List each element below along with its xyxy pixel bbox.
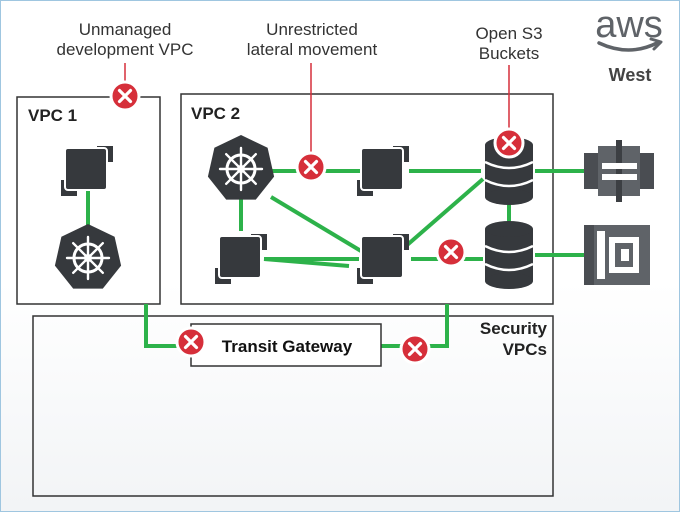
risk-unmanaged-vpc-icon <box>109 80 141 112</box>
risk-open-s3-icon <box>493 127 525 159</box>
aws-smile-icon <box>597 41 659 52</box>
annotation-s3-line2: Buckets <box>479 44 539 63</box>
vpc2-instance-top-icon <box>356 145 410 197</box>
transit-gateway-label: Transit Gateway <box>222 337 353 356</box>
vpc1-label: VPC 1 <box>28 106 77 125</box>
api-gateway-icon <box>584 140 654 202</box>
vpc2-label: VPC 2 <box>191 104 240 123</box>
annotation-pointers <box>124 63 510 153</box>
aws-logo-text: aws <box>595 4 663 46</box>
security-vpcs-label-line2: VPCs <box>503 340 547 359</box>
risk-database-access-icon <box>435 236 467 268</box>
risk-transit-right-icon <box>399 333 431 365</box>
annotation-unmanaged-line1: Unmanaged <box>79 20 172 39</box>
vpc1-instance-icon <box>60 145 114 197</box>
security-vpcs-label-line1: Security <box>480 319 548 338</box>
lambda-icon <box>584 225 650 285</box>
risk-lateral-movement-icon <box>295 151 327 183</box>
risk-transit-left-icon <box>175 326 207 358</box>
vpc2-instance-left-icon <box>214 233 268 285</box>
annotation-lateral-line2: lateral movement <box>247 40 378 59</box>
annotation-unmanaged-line2: development VPC <box>56 40 193 59</box>
annotation-lateral-line1: Unrestricted <box>266 20 358 39</box>
region-label: West <box>609 65 652 85</box>
vpc2-instance-center-icon <box>356 233 410 285</box>
aws-arrow-icon <box>649 37 663 51</box>
annotation-s3-line1: Open S3 <box>475 24 542 43</box>
security-vpcs-box <box>32 315 554 497</box>
s3-database-bottom-icon <box>483 219 535 291</box>
